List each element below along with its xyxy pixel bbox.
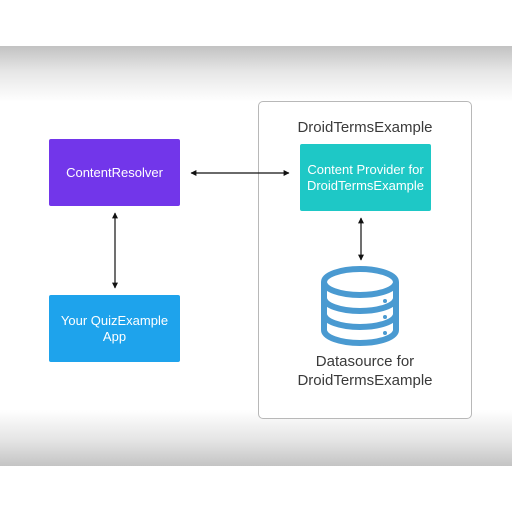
quiz-app-label: Your QuizExample App [60, 312, 169, 344]
container-title: DroidTermsExample [297, 119, 433, 136]
datasource-label-line1: Datasource for [315, 353, 415, 370]
quiz-app-box: Your QuizExample App [49, 295, 180, 362]
top-shadow-band [0, 46, 512, 102]
bottom-shadow-band [0, 410, 512, 466]
datasource-label-line2: DroidTermsExample [297, 372, 433, 389]
content-resolver-label: ContentResolver [66, 164, 163, 180]
content-provider-label: Content Provider for DroidTermsExample [306, 161, 425, 193]
content-resolver-box: ContentResolver [49, 139, 180, 206]
datasource-label: Datasource for DroidTermsExample [258, 352, 472, 390]
content-provider-box: Content Provider for DroidTermsExample [300, 144, 431, 211]
